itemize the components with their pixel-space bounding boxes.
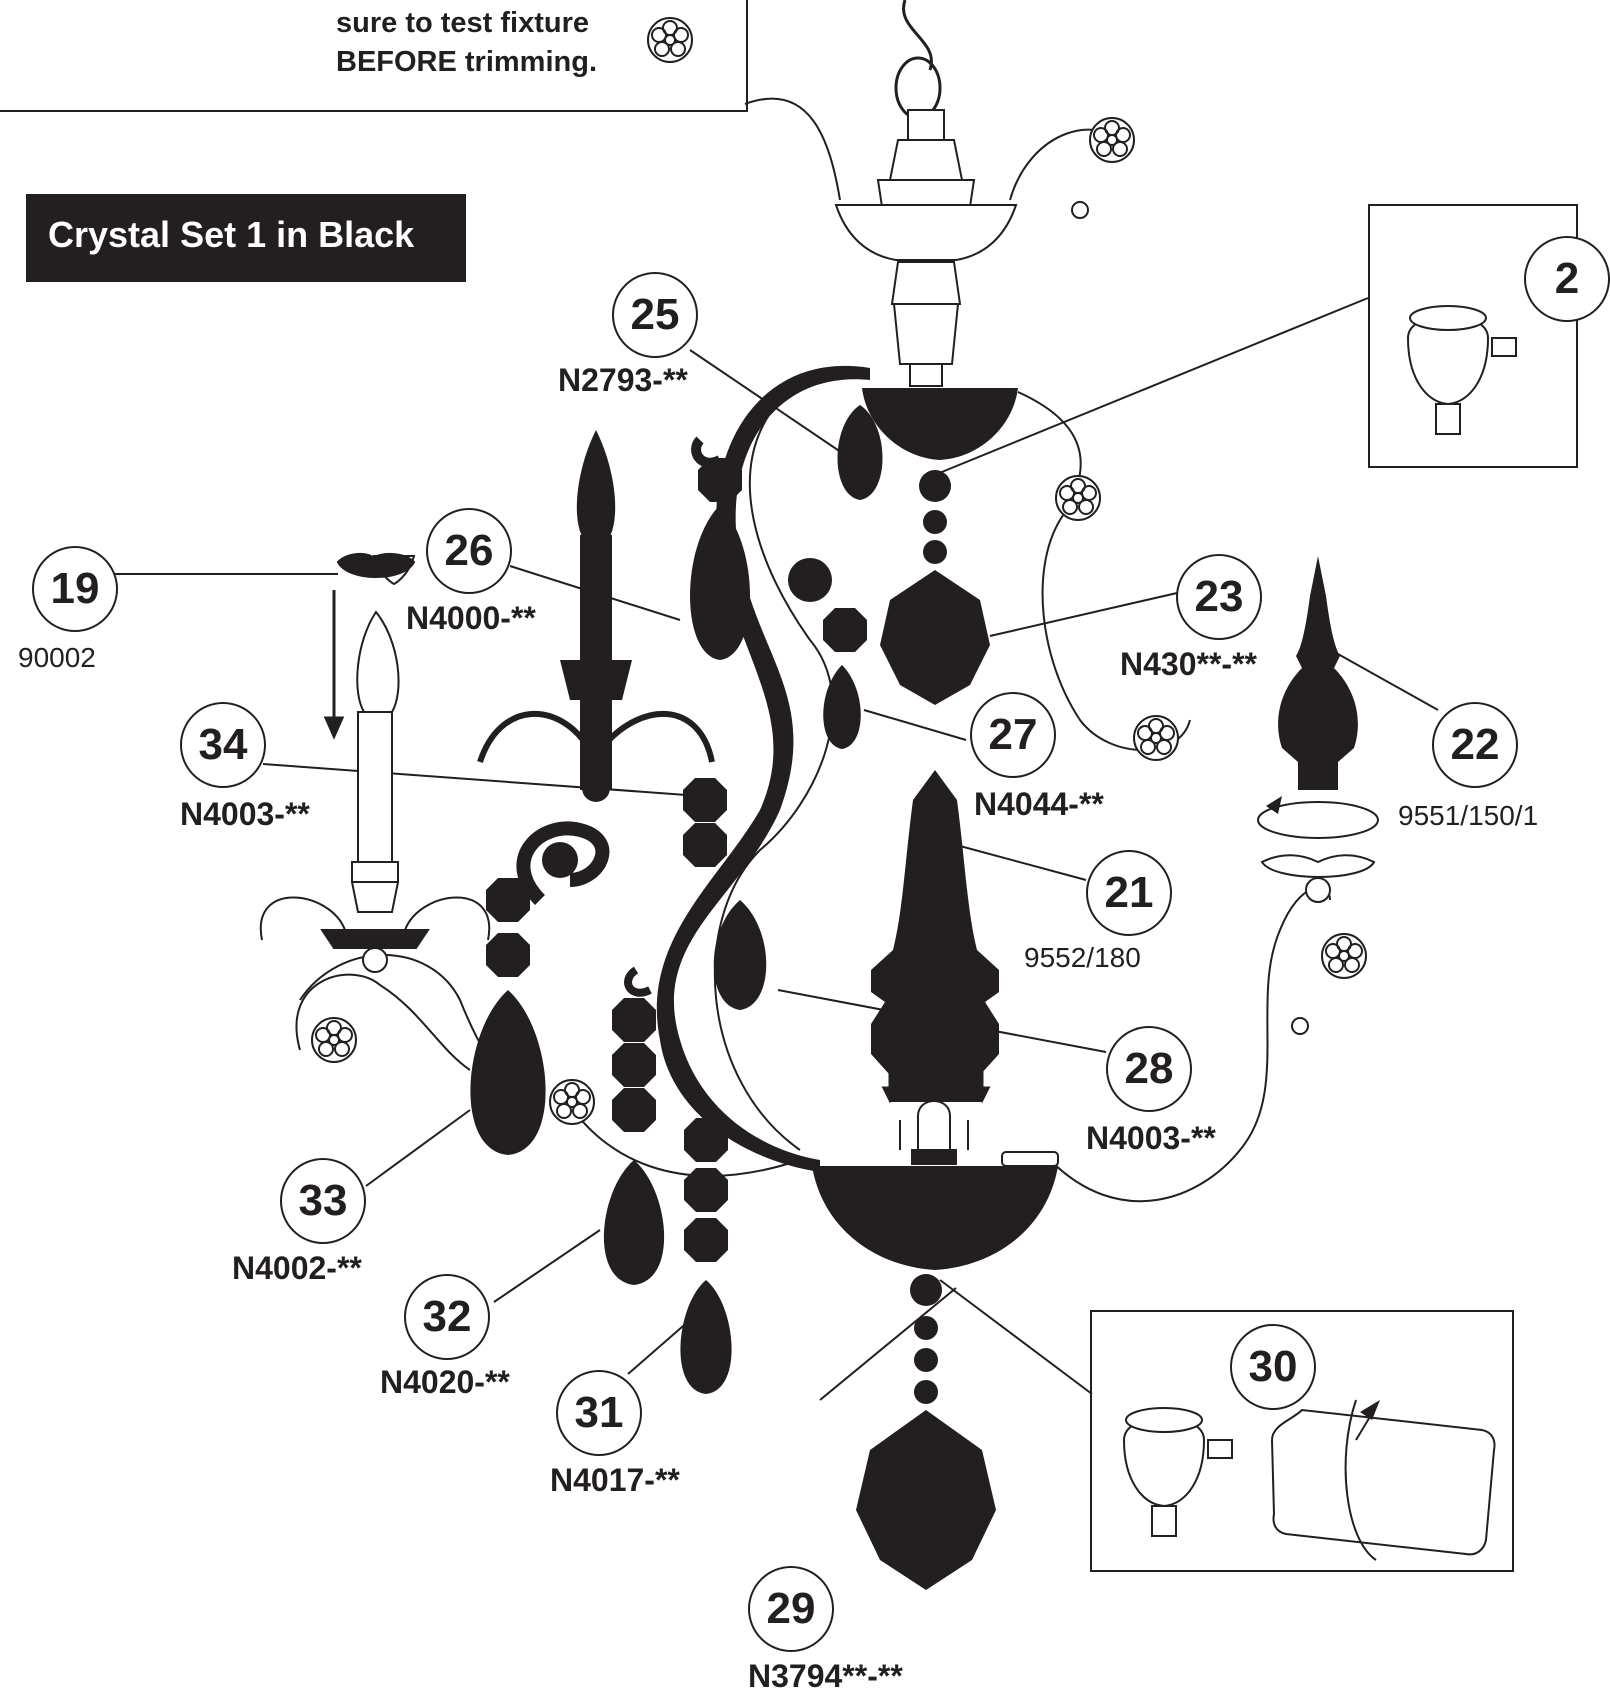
part-21-code: 9552/180 <box>1024 942 1141 973</box>
chain <box>894 0 942 120</box>
part-27-code: N4044-** <box>974 786 1104 822</box>
arms <box>299 97 1331 1203</box>
part-28-code: N4003-** <box>1086 1120 1216 1156</box>
note-box <box>0 0 748 112</box>
bulb-icon <box>899 1100 969 1165</box>
rotate-arrow-icon <box>1257 801 1379 839</box>
part-34-code: N4003-** <box>180 796 310 832</box>
part-19-code: 90002 <box>18 642 96 673</box>
trim-note: sure to test fixture BEFORE trimming. <box>336 4 597 82</box>
part-22-number: 22 <box>1432 702 1518 788</box>
lower-cup <box>812 1166 1058 1270</box>
part-26-code: N4000-** <box>406 600 536 636</box>
trim-note-line-2: BEFORE trimming. <box>336 46 598 78</box>
part-20-number: 2 <box>1524 236 1610 322</box>
part-19-number: 19 <box>32 546 118 632</box>
part-32-number: 32 <box>404 1274 490 1360</box>
part-33-number: 33 <box>280 1158 366 1244</box>
rosette-icons <box>311 17 1367 1125</box>
part-23-number: 23 <box>1176 554 1262 640</box>
finial-22 <box>1278 556 1358 790</box>
part-26-number: 26 <box>426 508 512 594</box>
fixture-body <box>834 109 1018 387</box>
crystal-set-banner: Crystal Set 1 in Black <box>26 194 466 282</box>
part-29-code: N3794**-** <box>748 1658 903 1694</box>
centre-chain-top <box>880 470 990 705</box>
part-23-code: N430**-** <box>1120 646 1257 682</box>
part-21-number: 21 <box>1086 850 1172 936</box>
part-34-number: 34 <box>180 702 266 788</box>
part-30-number: 30 <box>1230 1324 1316 1410</box>
black-scroll-arm <box>656 365 870 1172</box>
drop-crystals <box>470 405 883 1394</box>
upper-cup <box>862 388 1018 460</box>
chandelier-drawing <box>114 0 1517 1590</box>
part-27-number: 27 <box>970 692 1056 778</box>
part-32-code: N4020-** <box>380 1364 510 1400</box>
trim-note-line-1: sure to test fixture <box>336 7 589 39</box>
socket-icon <box>1122 305 1517 1561</box>
part-28-number: 28 <box>1106 1026 1192 1112</box>
part-25-number: 25 <box>612 272 698 358</box>
part-25-code: N2793-** <box>558 362 688 398</box>
finial-21 <box>871 770 999 1102</box>
black-candle <box>560 430 632 802</box>
part-22-code: 9551/150/1 <box>1398 800 1539 831</box>
centre-chain-bottom <box>856 1274 996 1590</box>
down-arrow-icon <box>323 590 345 740</box>
part-31-code: N4017-** <box>550 1462 680 1498</box>
part-31-number: 31 <box>556 1370 642 1456</box>
finial-down-arrows <box>881 1056 991 1104</box>
white-candle <box>259 552 491 1071</box>
part-29-number: 29 <box>748 1566 834 1652</box>
part-33-code: N4002-** <box>232 1250 362 1286</box>
